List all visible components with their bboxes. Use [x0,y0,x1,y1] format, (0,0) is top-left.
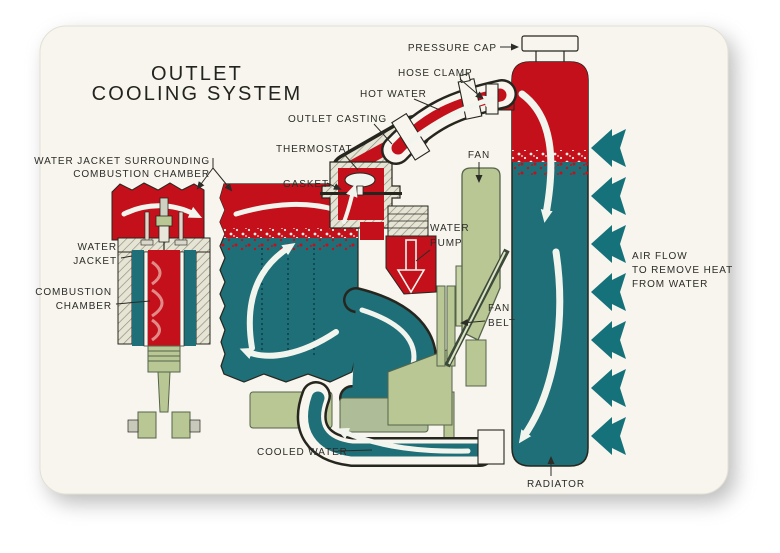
flame-swirls [151,260,164,342]
label-combustion-chamber-line2: CHAMBER [56,301,112,312]
leader-water-jacket-surrounding-2 [212,167,233,192]
label-hose-clamp: HOSE CLAMP [398,68,473,79]
block-hot-flow-arrow [233,201,345,217]
leader-cooled-water [337,449,373,452]
label-radiator: RADIATOR [527,479,585,490]
crank-tab-left [127,419,139,433]
fan-blade [461,167,501,341]
leader-water-jacket [120,255,133,259]
water-jacket-left [132,250,144,346]
pump-ribs [388,213,428,229]
crank-right [171,411,191,439]
radiator-flow-arrow-upper [518,90,555,223]
cylinder-bore-lines [261,248,315,356]
cylinder-cutaway [111,182,211,439]
valve-head-left [140,239,154,246]
crank-tab-right [189,419,201,433]
valve-stem-left [144,211,150,243]
cylinder-liner-left [143,251,149,347]
piston-rings [148,350,180,362]
label-cooled-water: COOLED WATER [257,447,348,458]
radiator-flow-arrow-lower [518,248,564,444]
crank-left [137,411,157,439]
combustion-chamber [148,250,180,346]
fan-belt-highlight [448,251,506,365]
hot-water-hose [381,73,517,165]
thermostat-housing [320,115,437,295]
pressure-cap [521,35,579,52]
block-flow-arrow-up [246,243,296,351]
label-outlet-casting: OUTLET CASTING [288,114,387,125]
block-flow-arrow-left [239,329,339,360]
leader-water-pump [415,249,431,262]
label-pressure-cap: PRESSURE CAP [408,43,497,54]
label-combustion-chamber-line1: COMBUSTION [35,287,112,298]
leader-hose-clamp [459,78,484,100]
thermostat-stem [356,185,364,196]
housing-down-passage [360,222,384,240]
valve-head-right [174,239,188,246]
piston [147,345,181,373]
hot-hose-flow-arrow [407,95,497,144]
label-water-jacket-surrounding-line2: COMBUSTION CHAMBER [73,169,210,180]
leader-outlet-casting [373,123,393,145]
cylinder-wall-right [195,251,211,345]
engine-block [219,183,359,383]
pulley-bar-1 [436,285,446,367]
leader-gasket [326,182,342,190]
radiator-outlet-collar [477,429,505,465]
water-jacket-right [184,250,196,346]
label-water-jacket-line2: JACKET [73,256,117,267]
label-thermostat: THERMOSTAT [276,144,352,155]
radiator [495,35,589,467]
label-water-pump-line1: WATER [430,223,470,234]
pump-down-arrow [396,239,426,294]
label-hot-water: HOT WATER [360,89,427,100]
label-water-jacket-surrounding-line1: WATER JACKET SURROUNDING [34,156,210,167]
cylinder-wall-left [117,251,133,345]
leader-water-jacket-surrounding-1 [198,158,214,188]
leader-fan-belt [460,318,486,326]
cylinder-liner-right [179,251,185,347]
cooled-water-hose [296,381,505,467]
label-air-flow-line3: FROM WATER [632,279,708,290]
label-gasket: GASKET [283,179,329,190]
labels: PRESSURE CAP HOSE CLAMP HOT WATER OUTLET… [34,43,733,490]
page-title-line2: COOLING SYSTEM [92,83,303,105]
page-title-line1: OUTLET [151,63,243,85]
label-air-flow-line1: AIR FLOW [632,251,688,262]
label-fan-belt-line1: FAN [488,303,510,314]
label-fan-belt-line2: BELT [488,318,516,329]
connecting-rod [157,371,171,413]
fan-hub [465,339,487,387]
label-fan: FAN [468,150,490,161]
fan-assembly [387,167,510,426]
leader-hot-water [413,98,441,111]
leader-thermostat [343,153,359,171]
cooled-hose-flow-arrow [335,428,471,454]
thermostat-valve [344,172,376,188]
valve-stem-right [178,211,184,243]
pulley-bar-2 [446,285,456,367]
label-air-flow-line2: TO REMOVE HEAT [632,265,733,276]
housing-flow-arrow [342,183,358,224]
pulley-housing [387,347,453,426]
cooled-water-stream [308,391,485,457]
label-water-pump-line2: PUMP [430,238,463,249]
leader-combustion-chamber [115,300,151,305]
label-water-jacket-line1: WATER [78,242,118,253]
spark-plug [155,197,173,250]
